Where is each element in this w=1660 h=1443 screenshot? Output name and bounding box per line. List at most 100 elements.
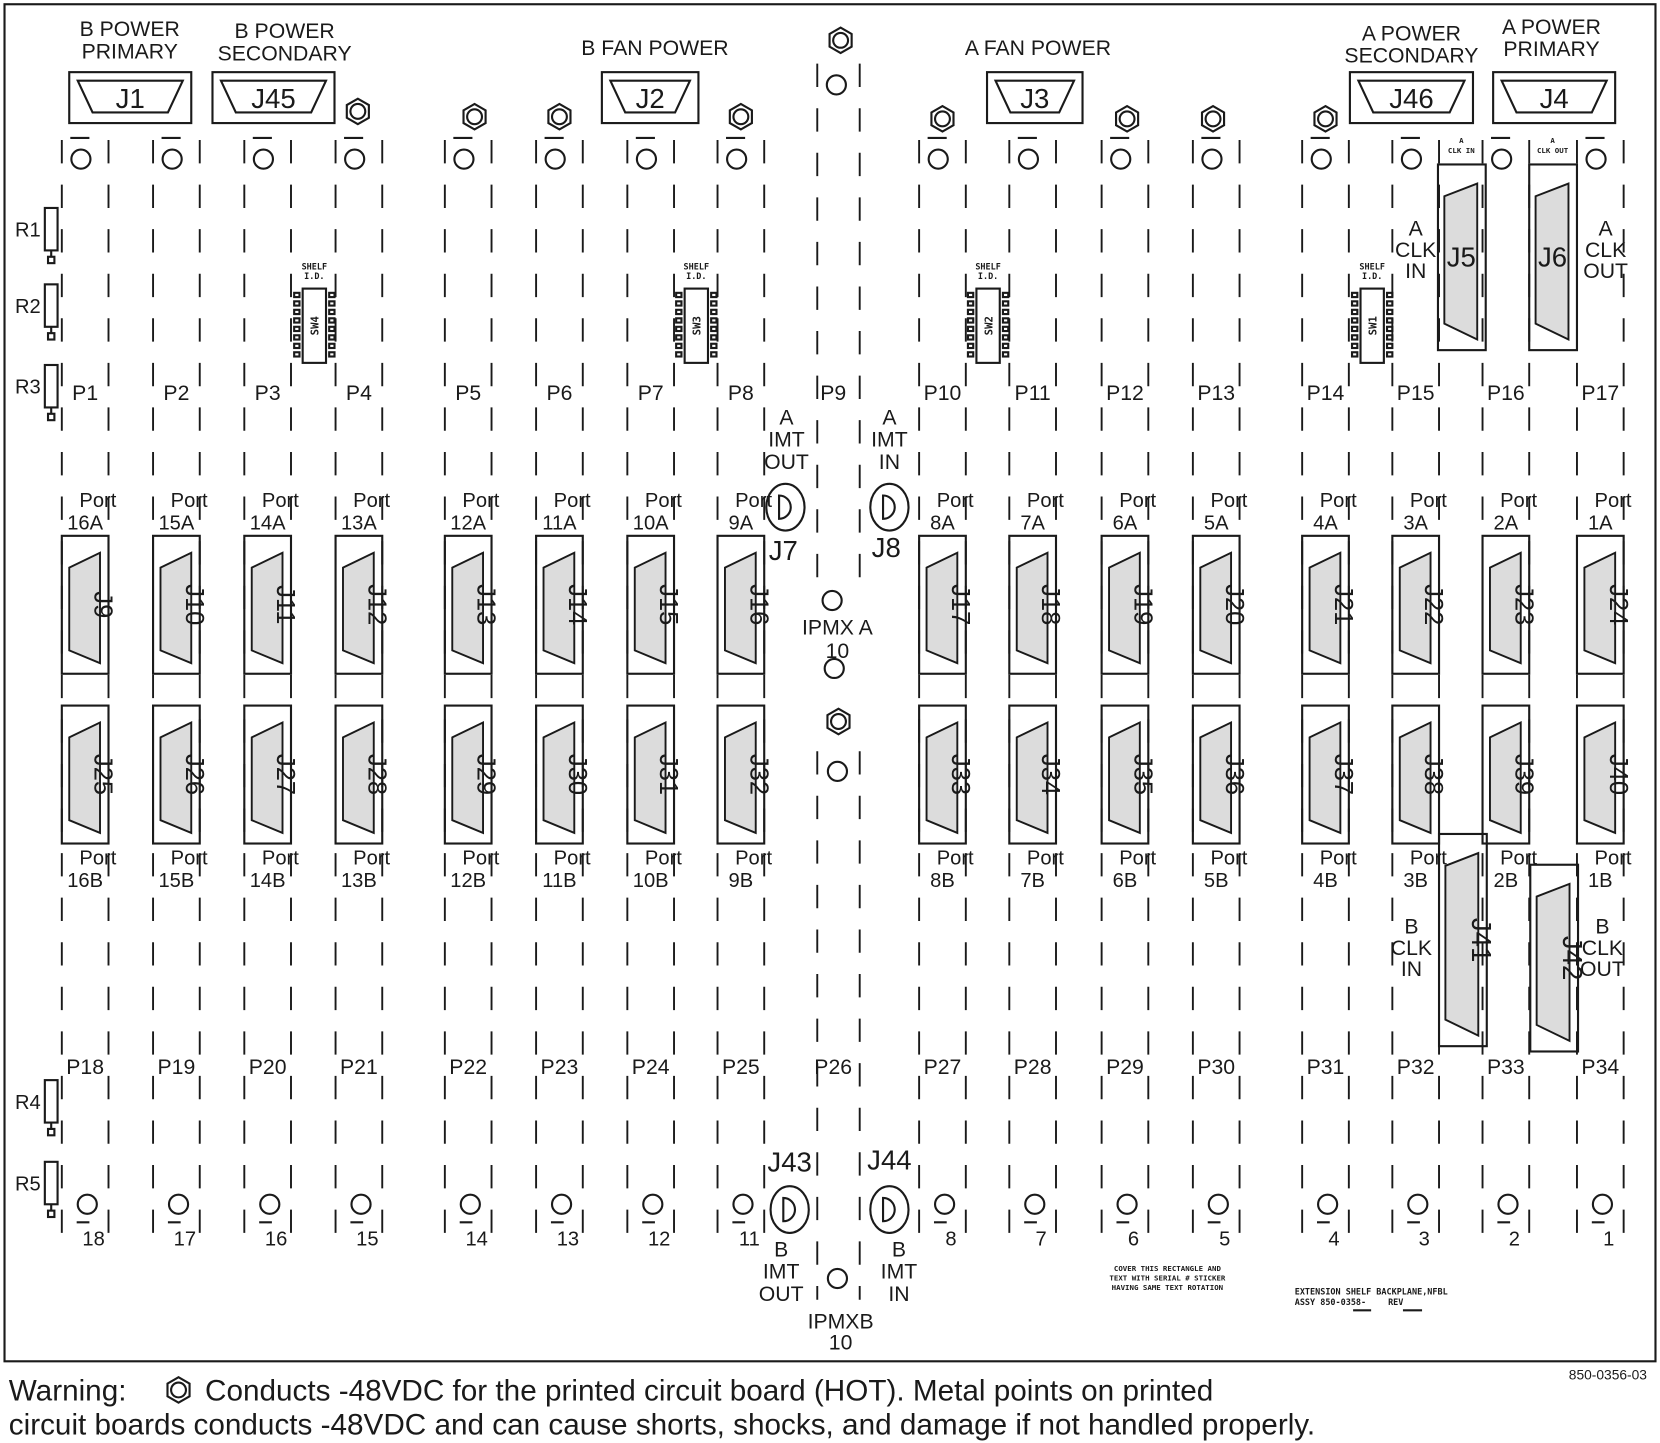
- slot-number: 4: [1328, 1229, 1339, 1251]
- slot-number: 8: [945, 1229, 956, 1251]
- card-connector-shell: [342, 551, 375, 665]
- connector-label: J38: [1419, 754, 1447, 795]
- switch-pin: [710, 351, 718, 358]
- p-label: P1: [72, 382, 98, 405]
- p-label: P32: [1397, 1056, 1435, 1079]
- hex-inner: [466, 108, 484, 126]
- dsub-shell: [608, 79, 692, 114]
- top-connector-body: [1348, 71, 1475, 125]
- header-label: B POWER: [235, 20, 335, 43]
- card-connector-body: [1301, 704, 1350, 845]
- top-connector-body: [1492, 71, 1617, 125]
- switch-pin: [966, 334, 975, 341]
- slot-number: 1: [1603, 1229, 1614, 1251]
- port-label: 10A: [633, 512, 669, 534]
- resistor-label: R1: [15, 220, 41, 242]
- imt-label: A: [882, 406, 897, 429]
- assy-note: EXTENSION SHELF BACKPLANE,NFBL: [1295, 1286, 1448, 1296]
- mounting-hole: [933, 1193, 956, 1215]
- switch-pin: [1385, 325, 1394, 333]
- hex-inner: [349, 102, 367, 120]
- card-connector-shell: [68, 721, 101, 835]
- resistor-pad: [46, 1127, 56, 1137]
- port-label: 2A: [1494, 512, 1519, 534]
- port-label: Port: [1410, 490, 1447, 512]
- hex-outer: [345, 97, 370, 126]
- connector-label: J20: [1220, 584, 1248, 625]
- switch-pin: [966, 300, 975, 307]
- mounting-hole: [350, 1193, 372, 1215]
- slot-number: 17: [174, 1229, 196, 1251]
- switch-pin: [1350, 291, 1359, 299]
- clock-label: IN: [1405, 260, 1426, 283]
- port-label: 12A: [450, 512, 486, 534]
- warning-prefix: Warning:: [9, 1375, 127, 1408]
- switch-label: SW1: [1366, 316, 1379, 335]
- coax-connector-icon: [769, 1185, 810, 1234]
- top-connector-body: [211, 71, 336, 125]
- mounting-hole: [1116, 1193, 1138, 1215]
- hex-inner: [1317, 110, 1334, 128]
- switch-pin: [710, 300, 718, 307]
- p-label: P5: [455, 382, 481, 405]
- port-label: 4B: [1313, 870, 1338, 892]
- card-connector-shell: [1015, 721, 1049, 835]
- hex-inner: [732, 108, 750, 126]
- p-label: P19: [158, 1056, 196, 1079]
- switch-caption: I.D.: [978, 271, 998, 281]
- switch-pin: [675, 351, 683, 358]
- port-label: Port: [645, 848, 682, 870]
- port-label: Port: [735, 490, 772, 512]
- coax-outer: [765, 482, 806, 532]
- p-label: P30: [1197, 1056, 1235, 1079]
- warning-text: Conducts -48VDC for the printed circuit …: [205, 1375, 1213, 1408]
- card-connector-body: [152, 534, 201, 675]
- switch-pin: [1001, 291, 1010, 299]
- switch-pin: [293, 325, 301, 333]
- port-label: 10B: [633, 870, 669, 892]
- resistor-icon: [43, 1160, 59, 1219]
- card-connector-body: [1100, 704, 1150, 845]
- p-label: P10: [924, 382, 962, 405]
- port-label: Port: [1210, 848, 1247, 870]
- connector-label: J42: [1557, 936, 1588, 980]
- card-connector-shell: [542, 551, 576, 665]
- port-label: Port: [171, 848, 208, 870]
- coax-d: [881, 494, 896, 520]
- card-connector-body: [1575, 704, 1625, 845]
- slot-number: 14: [465, 1229, 487, 1251]
- port-label: Port: [554, 848, 591, 870]
- switch-pin: [1350, 300, 1359, 307]
- port-label: 5B: [1204, 870, 1229, 892]
- switch-pin: [1350, 317, 1359, 324]
- top-connector-body: [985, 71, 1084, 125]
- clock-silk: CLK OUT: [1537, 146, 1569, 155]
- mounting-hole: [726, 148, 748, 170]
- hex-outer: [547, 102, 572, 131]
- hex-inner: [550, 108, 568, 126]
- switch-pin: [1001, 342, 1010, 350]
- clock-connector-shell: [1534, 182, 1570, 342]
- switch-body: [683, 287, 710, 364]
- hex-nut-icon: [1313, 104, 1338, 133]
- card-connector-body: [1575, 534, 1625, 675]
- assy-note: REV: [1388, 1297, 1403, 1307]
- clock-label: OUT: [1583, 260, 1628, 283]
- ipmx-label: IPMXB: [808, 1310, 874, 1333]
- coax-connector-icon: [765, 482, 806, 532]
- card-connector-body: [443, 534, 493, 675]
- p-label: P14: [1307, 382, 1345, 405]
- dsub-shell: [219, 79, 328, 114]
- resistor-body: [43, 1160, 59, 1206]
- connector-label: J32: [744, 754, 772, 795]
- connector-label: J13: [472, 584, 500, 625]
- clock-connector-shell: [1443, 182, 1479, 342]
- switch-pin: [966, 325, 975, 333]
- port-label: 4A: [1313, 512, 1338, 534]
- p-label: P7: [638, 382, 664, 405]
- port-label: Port: [1500, 490, 1537, 512]
- switch-pin: [1350, 334, 1359, 341]
- card-connector-shell: [1308, 551, 1342, 665]
- slot-number: 3: [1419, 1229, 1430, 1251]
- connector-label: J29: [472, 754, 500, 795]
